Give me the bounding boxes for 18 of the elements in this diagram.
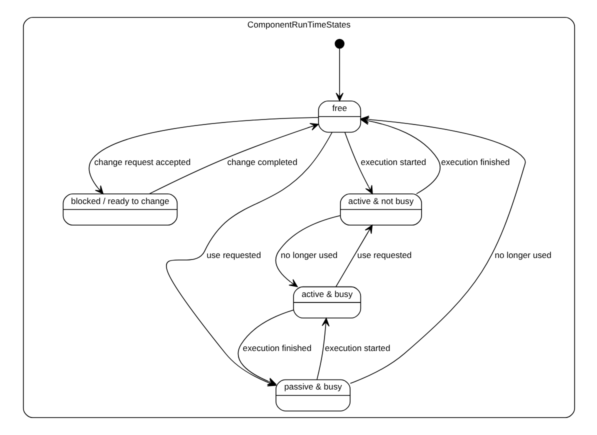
arrow xyxy=(274,215,340,288)
node-circle xyxy=(334,38,344,49)
edge-label: use requested xyxy=(356,250,412,260)
edge-label: execution finished xyxy=(242,343,311,354)
edge-label: no longer used xyxy=(494,250,551,260)
edge-label: change request accepted xyxy=(94,157,190,168)
edge-label: execution started xyxy=(360,157,426,168)
arrow xyxy=(88,117,318,194)
edge-label: execution started xyxy=(324,343,390,354)
arrow xyxy=(335,224,372,288)
arrow xyxy=(148,123,318,194)
edge-label: no longer used xyxy=(280,250,338,260)
edge-label: use requested xyxy=(206,250,260,260)
edge-label: change completed xyxy=(226,157,297,168)
edge-label: execution finished xyxy=(440,157,510,168)
arrow xyxy=(344,132,372,194)
arrow xyxy=(335,48,343,102)
arrow xyxy=(316,318,330,380)
